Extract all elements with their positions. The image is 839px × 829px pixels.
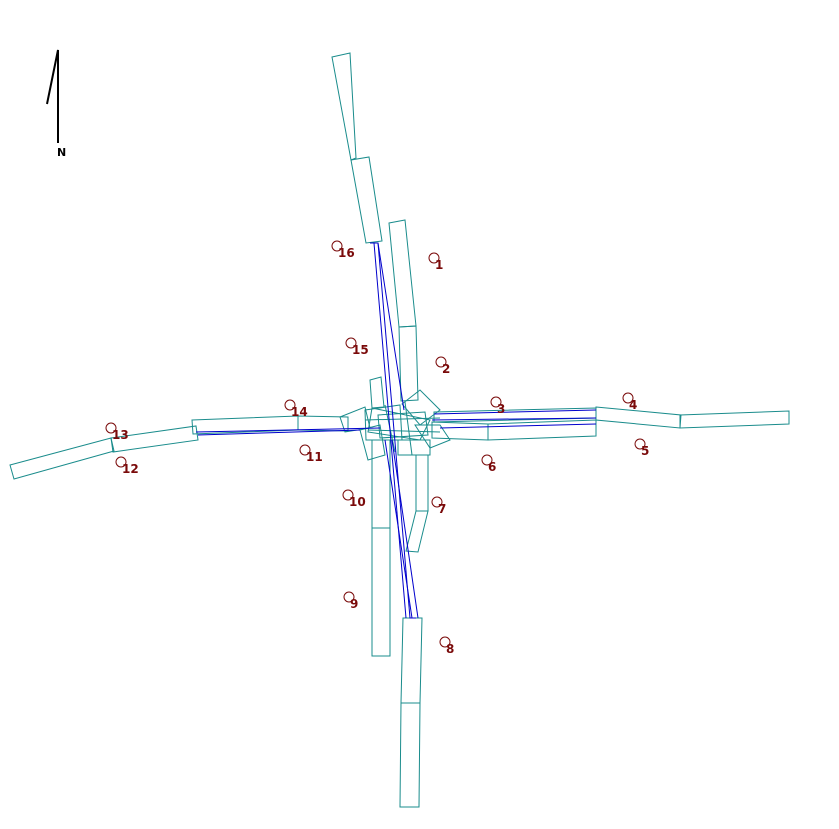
connector-link (195, 427, 381, 433)
road-segment (371, 527, 391, 657)
marker: 9 (343, 591, 358, 611)
marker-circle-icon (431, 496, 443, 508)
marker: 6 (481, 454, 496, 474)
road-segment (415, 454, 429, 512)
marker-circle-icon (342, 489, 354, 501)
road-segment (359, 424, 386, 461)
marker: 13 (105, 422, 129, 442)
marker-circle-icon (284, 399, 296, 411)
marker-circle-icon (105, 422, 117, 434)
road-segment (487, 419, 597, 441)
marker-label: 16 (338, 246, 355, 260)
north-arrow: N (46, 49, 66, 159)
marker-label: 12 (122, 462, 139, 476)
marker: 1 (428, 252, 443, 272)
connector-link (431, 417, 597, 421)
marker-circle-icon (343, 591, 355, 603)
marker-circle-icon (622, 392, 634, 404)
marker: 10 (342, 489, 366, 509)
marker: 15 (345, 337, 369, 357)
marker-label: 1 (435, 258, 443, 272)
road-segment (350, 156, 383, 244)
marker-label: 6 (488, 460, 496, 474)
road-segment (595, 406, 682, 429)
connector-link (384, 439, 413, 619)
marker-circle-icon (435, 356, 447, 368)
marker-label: 8 (446, 642, 454, 656)
marker: 7 (431, 496, 446, 516)
road-segment (367, 407, 431, 441)
connector-link (433, 409, 597, 415)
marker-label: 5 (641, 444, 649, 458)
road-segment (331, 52, 357, 161)
marker-circle-icon (331, 240, 343, 252)
marker-circle-icon (490, 396, 502, 408)
marker: 8 (439, 636, 454, 656)
marker-circle-icon (345, 337, 357, 349)
marker: 16 (331, 240, 355, 260)
road-segment (110, 425, 199, 453)
connector-link (197, 429, 361, 436)
road-segment (388, 219, 417, 328)
marker-label: 13 (112, 428, 129, 442)
marker-label: 2 (442, 362, 450, 376)
marker: 11 (299, 444, 323, 464)
marker-circle-icon (481, 454, 493, 466)
marker: 4 (622, 392, 637, 412)
road-segment (679, 410, 790, 429)
north-label: N (57, 146, 66, 159)
marker: 14 (284, 399, 308, 419)
connector-link (373, 242, 407, 619)
road-segment (400, 617, 423, 704)
marker-circle-icon (115, 456, 127, 468)
connector-links (195, 242, 597, 619)
marker-circle-icon (439, 636, 451, 648)
road-segment (399, 702, 421, 808)
road-segment (405, 510, 429, 553)
marker: 2 (435, 356, 450, 376)
marker-circle-icon (634, 438, 646, 450)
road-segment (9, 437, 115, 480)
road-segment (404, 401, 413, 456)
marker-label: 15 (352, 343, 369, 357)
marker-label: 3 (497, 402, 505, 416)
road-segment (297, 415, 349, 432)
marker: 12 (115, 456, 139, 476)
road-segment (364, 417, 441, 421)
marker: 5 (634, 438, 649, 458)
marker-circle-icon (428, 252, 440, 264)
intersection-core (339, 389, 451, 461)
road-segment (369, 376, 385, 409)
marker-label: 11 (306, 450, 323, 464)
connector-link (377, 242, 405, 411)
marker-label: 4 (629, 398, 637, 412)
road-segment (398, 325, 419, 402)
road-segment (367, 429, 441, 433)
marker-label: 7 (438, 502, 446, 516)
marker: 3 (490, 396, 505, 416)
marker-label: 14 (291, 405, 308, 419)
connector-link (439, 423, 597, 429)
marker-label: 9 (350, 597, 358, 611)
road-segment (397, 439, 431, 456)
road-segment (401, 389, 441, 426)
marker-circle-icon (299, 444, 311, 456)
north-arrow-icon (46, 49, 59, 143)
connector-link (391, 439, 419, 619)
marker-label: 10 (349, 495, 366, 509)
